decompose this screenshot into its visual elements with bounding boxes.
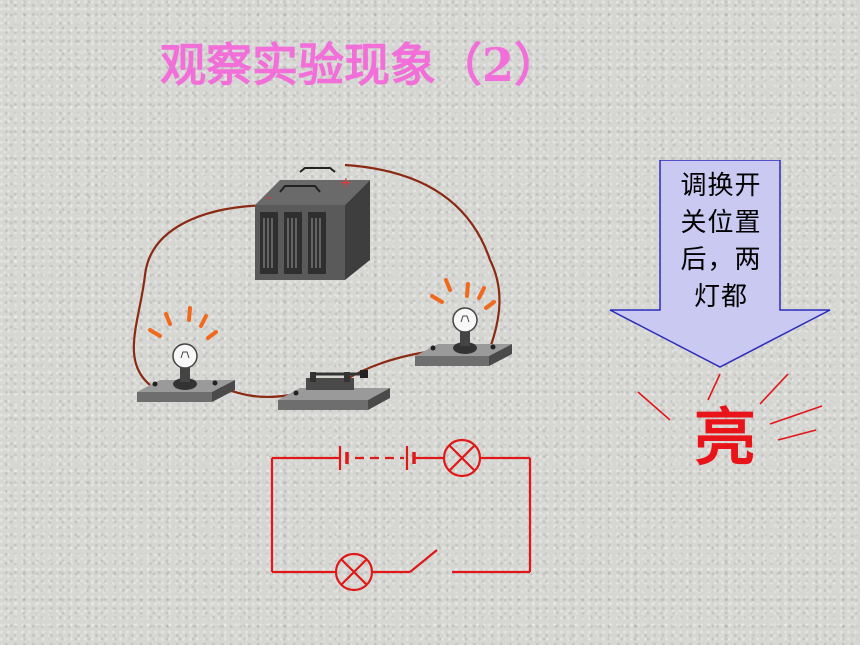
knife-switch-icon — [278, 370, 390, 410]
photo-wire — [132, 163, 501, 399]
circuit-schematic — [270, 438, 532, 592]
light-bulb-icon — [137, 343, 235, 402]
callout-text: 调换开关位置后，两灯都 — [680, 171, 762, 312]
result-text: 亮 — [693, 401, 756, 474]
glow-rays — [637, 373, 823, 441]
svg-text:-: - — [266, 190, 271, 206]
light-bulb-icon — [415, 307, 512, 366]
spark-lines — [148, 306, 218, 340]
battery-pack-icon: + - — [255, 167, 370, 280]
svg-text:+: + — [340, 175, 352, 191]
callout-arrow — [609, 160, 831, 368]
slide-title: 观察实验现象（2） — [160, 38, 561, 92]
spark-lines — [430, 278, 496, 310]
